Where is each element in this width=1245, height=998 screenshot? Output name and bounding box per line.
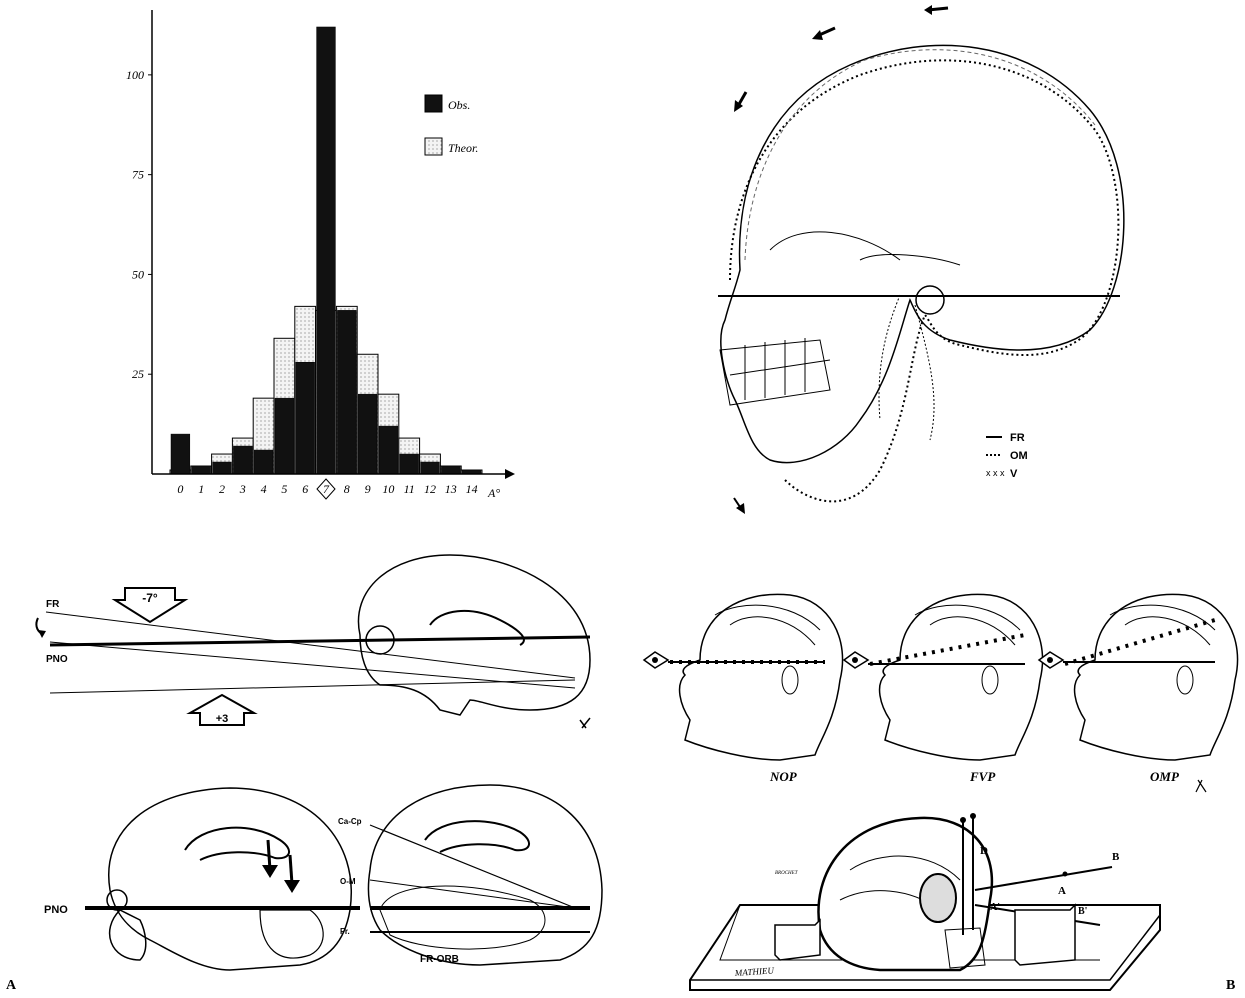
x-axis-label: A°	[487, 486, 500, 500]
o-m-label: O-M	[340, 877, 356, 886]
x-tick-label-10: 10	[382, 482, 394, 496]
obs-bar-6	[296, 362, 315, 474]
letter-d: D	[980, 845, 988, 857]
panel-label-b: B	[1226, 978, 1235, 994]
x-tick-label-1: 1	[198, 482, 204, 496]
minus-seven-label: -7°	[142, 591, 158, 605]
x-tick-label-14: 14	[466, 482, 478, 496]
skull-outline-solid	[721, 45, 1124, 462]
obs-bar-11	[400, 454, 419, 474]
y-tick-label-100: 100	[126, 68, 144, 82]
nop-label: NOP	[769, 769, 798, 784]
fr-label: Fr.	[340, 927, 350, 936]
obs-bar-1	[192, 466, 211, 474]
fvp-label: FVP	[969, 769, 996, 784]
panel-label-a: A	[6, 978, 16, 994]
skull-legend-om: OM	[1010, 450, 1028, 462]
pno-left-label: PNO	[44, 904, 68, 916]
skull-planes-panel: FR OM x x x V	[700, 0, 1140, 520]
brain-sections-drawing: PNO Ca-Cp O-M Fr. FR-ORB	[30, 760, 610, 985]
legend-obs-swatch	[425, 95, 442, 112]
x-tick-label-8: 8	[344, 482, 350, 496]
obs-bar-12	[421, 462, 440, 474]
x-tick-label-7: 7	[323, 482, 330, 496]
letter-b-prime: B'	[1078, 906, 1088, 917]
x-tick-label-5: 5	[281, 482, 287, 496]
midsagittal-angles-drawing: -7° +3 FR PNO	[30, 550, 610, 750]
fr-orb-label: FR-ORB	[420, 954, 459, 965]
obs-bar-13	[441, 466, 460, 474]
obs-bar-9	[358, 394, 377, 474]
x-tick-label-2: 2	[219, 482, 225, 496]
skull-outline-dotted	[730, 60, 1118, 501]
pno-line-label: PNO	[46, 654, 68, 665]
plus-three-label: +3	[216, 713, 229, 725]
svg-text:x x x: x x x	[986, 468, 1005, 478]
obs-bar-2	[213, 462, 232, 474]
right-head-outline	[368, 785, 602, 965]
head-profiles-drawing: NOP FVP OMP	[640, 580, 1220, 805]
letter-b: B	[1112, 851, 1120, 863]
brain-sections-panel: PNO Ca-Cp O-M Fr. FR-ORB	[30, 760, 610, 985]
ca-cp-label: Ca-Cp	[338, 817, 362, 826]
midsagittal-angles-panel: -7° +3 FR PNO	[30, 550, 610, 750]
legend-obs-label: Obs.	[448, 98, 470, 112]
head-profile-omp: OMP	[1039, 594, 1238, 784]
x-tick-label-4: 4	[261, 482, 267, 496]
head-profile-nop: NOP	[644, 594, 843, 784]
x-axis-arrow	[505, 469, 515, 479]
y-tick-label-25: 25	[132, 367, 144, 381]
obs-bar-0	[171, 434, 190, 474]
skull-legend-fr: FR	[1010, 432, 1025, 444]
x-tick-label-12: 12	[424, 482, 436, 496]
obs-bar-3	[233, 446, 252, 474]
skull-planes-drawing: FR OM x x x V	[700, 0, 1140, 520]
omp-label: OMP	[1150, 769, 1180, 784]
obs-bar-7	[317, 27, 336, 474]
apparatus-drawing: D B A A' B' MATHIEU BROCHET	[680, 810, 1180, 995]
skull-legend-v: V	[1010, 468, 1018, 480]
x-tick-label-6: 6	[302, 482, 308, 496]
obs-bar-4	[254, 450, 273, 474]
letter-a: A	[1058, 885, 1066, 897]
x-tick-label-11: 11	[404, 482, 415, 496]
pno-line	[50, 637, 590, 645]
x-tick-label-9: 9	[365, 482, 371, 496]
x-tick-label-3: 3	[239, 482, 246, 496]
skull-outline-crossed	[745, 50, 1095, 260]
letter-a-prime: A'	[990, 902, 1000, 913]
x-tick-label-0: 0	[177, 482, 183, 496]
apparatus-panel: D B A A' B' MATHIEU BROCHET	[680, 810, 1180, 995]
fr-line-label: FR	[46, 599, 60, 610]
head-profile-fvp: FVP	[844, 594, 1043, 784]
y-tick-label-75: 75	[132, 168, 144, 182]
obs-bar-5	[275, 398, 294, 474]
legend-theor-swatch	[425, 138, 442, 155]
obs-bar-8	[337, 310, 356, 474]
x-tick-label-13: 13	[445, 482, 457, 496]
head-profiles-panel: NOP FVP OMP	[640, 580, 1220, 805]
y-tick-label-50: 50	[132, 267, 144, 281]
engraved-brochet: BROCHET	[775, 871, 799, 876]
obs-bar-10	[379, 426, 398, 474]
legend-theor-label: Theor.	[448, 141, 478, 155]
